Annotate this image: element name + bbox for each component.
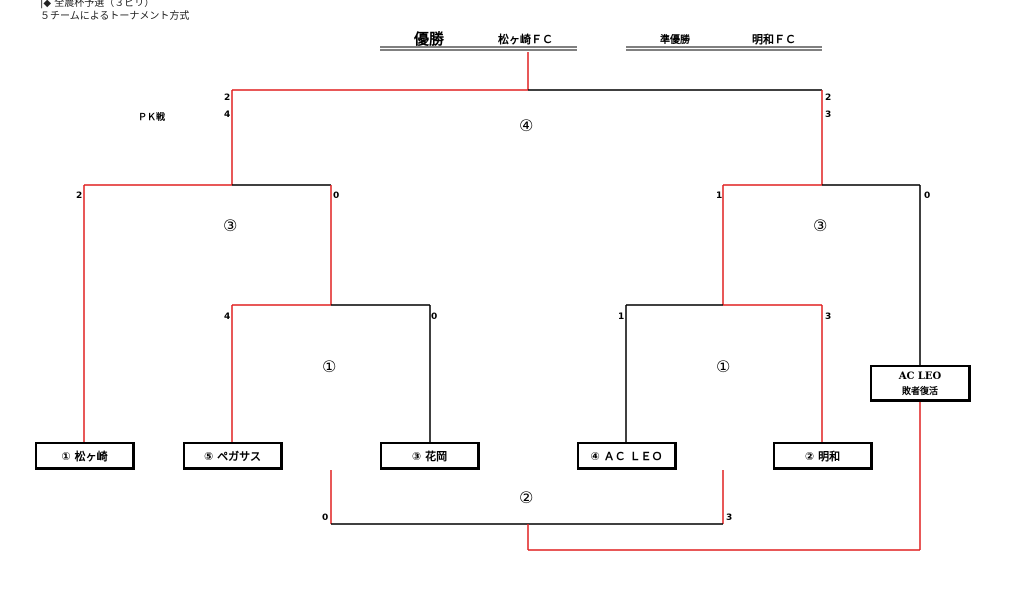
- score-r2-right: 3: [726, 513, 733, 523]
- round-4-marker: ④: [519, 116, 534, 135]
- score-r2-left: 0: [322, 513, 329, 523]
- diamond-icon: |◆: [40, 0, 52, 9]
- score-r3r-right: 0: [924, 191, 931, 201]
- round-3-left-marker: ③: [223, 216, 238, 235]
- tournament-format: ５チームによるトーナメント方式: [40, 11, 190, 22]
- score-r3l-right: 0: [333, 191, 340, 201]
- team-box-meiwa: ② 明和: [773, 442, 873, 470]
- round-1-right-marker: ①: [716, 357, 731, 376]
- score-r3r-left: 1: [716, 191, 723, 201]
- score-final-left-pk: 4: [224, 110, 231, 120]
- score-r1l-right: 0: [431, 312, 438, 322]
- repechage-label: 敗者復活: [901, 387, 938, 397]
- winner-team: 松ヶ崎ＦＣ: [498, 33, 553, 46]
- repechage-team: AC LEO: [898, 371, 942, 382]
- score-r1l-left: 4: [224, 312, 231, 322]
- winner-label: 優勝: [414, 30, 445, 48]
- team-box-hanaoka: ③ 花岡: [380, 442, 480, 470]
- page-header: |◆ 全農杯予選（３ピリ） ５チームによるトーナメント方式: [40, 0, 189, 23]
- pk-label: ＰＫ戦: [138, 113, 166, 123]
- team-box-ac-leo: ④ ＡＣ ＬＥＯ: [577, 442, 677, 470]
- repechage-box: AC LEO 敗者復活: [870, 365, 971, 402]
- team-box-matsugasaki: ① 松ヶ崎: [35, 442, 135, 470]
- score-final-right-pk: 3: [825, 110, 832, 120]
- runnerup-label: 準優勝: [660, 35, 690, 46]
- round-1-left-marker: ①: [322, 357, 337, 376]
- score-r1r-right: 3: [825, 312, 832, 322]
- score-final-right: 2: [825, 93, 832, 103]
- tournament-title: 全農杯予選（３ピリ）: [54, 0, 155, 9]
- round-3-right-marker: ③: [813, 216, 828, 235]
- score-final-left: 2: [224, 93, 231, 103]
- runnerup-team: 明和ＦＣ: [752, 33, 796, 46]
- header-line-1: |◆ 全農杯予選（３ピリ）: [40, 0, 189, 10]
- score-r3l-left: 2: [76, 191, 83, 201]
- score-r1r-left: 1: [618, 312, 625, 322]
- round-2-marker: ②: [519, 488, 534, 507]
- team-box-pegasus: ⑤ ペガサス: [183, 442, 283, 470]
